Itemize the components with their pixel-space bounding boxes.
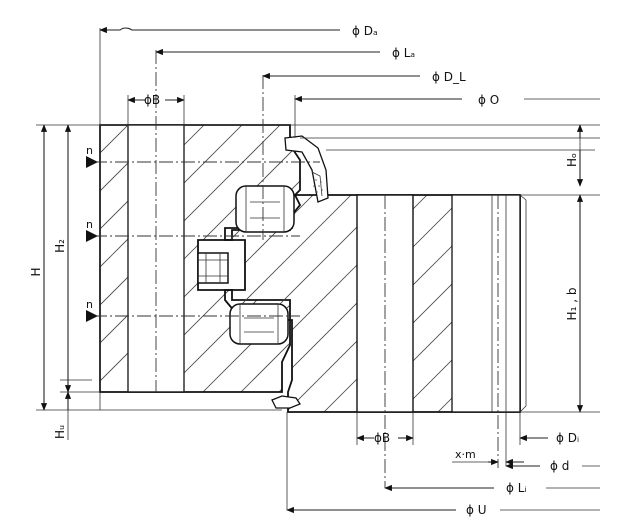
label-b-top: ϕB (144, 93, 160, 107)
hatch-line (194, 125, 300, 392)
hatch-line (575, 120, 627, 400)
n2-marker (86, 230, 98, 242)
hatch-line (100, 125, 248, 392)
gear-tooth-tip (519, 194, 527, 413)
upper-seal (284, 135, 329, 203)
label-h: H (29, 267, 43, 276)
hatch-line (309, 120, 589, 400)
label-l-a: ϕ Lₐ (392, 46, 415, 60)
label-d-a: ϕ Dₐ (352, 24, 378, 38)
label-l-i: ϕ Lᵢ (506, 481, 527, 495)
dimension-labels: ϕ Dₐ ϕ Lₐ ϕ D_L ϕ O ϕB ϕB ϕ Dᵢ x·m ϕ d ϕ… (29, 24, 579, 517)
label-h2: H₂ (53, 239, 67, 253)
label-b-bottom: ϕB (374, 431, 390, 445)
hatch-line (582, 190, 627, 420)
load-markers: n n n (86, 144, 98, 322)
lower-roller (229, 303, 289, 345)
upper-roller (235, 185, 295, 233)
n3-label: n (86, 298, 93, 311)
label-o: ϕ O (478, 93, 499, 107)
dimension-lines (36, 26, 600, 514)
hatch-line (100, 125, 134, 392)
hatch-line (100, 125, 172, 392)
gear-teeth-region (451, 194, 521, 413)
label-hu: Hᵤ (53, 425, 67, 439)
label-h1-b: H₁ , b (565, 288, 579, 321)
label-d-l: ϕ D_L (432, 70, 466, 84)
centre-lines (93, 50, 499, 488)
n3-marker (86, 310, 98, 322)
outer-ring-outline (99, 124, 301, 393)
n1-marker (86, 156, 98, 168)
label-ho: Hₒ (565, 153, 579, 167)
label-d: ϕ d (550, 459, 569, 473)
label-xm: x·m (455, 448, 476, 461)
hatch-line (0, 120, 95, 400)
lower-seal (271, 395, 301, 409)
label-u: ϕ U (466, 503, 487, 517)
n2-label: n (86, 218, 93, 231)
hatch-line (232, 125, 300, 392)
hatch-line (537, 120, 627, 400)
hatch-line (544, 190, 627, 420)
n1-label: n (86, 144, 93, 157)
label-d-i: ϕ Dᵢ (556, 431, 579, 445)
radial-roller (197, 252, 229, 284)
hatch-line (620, 190, 627, 420)
